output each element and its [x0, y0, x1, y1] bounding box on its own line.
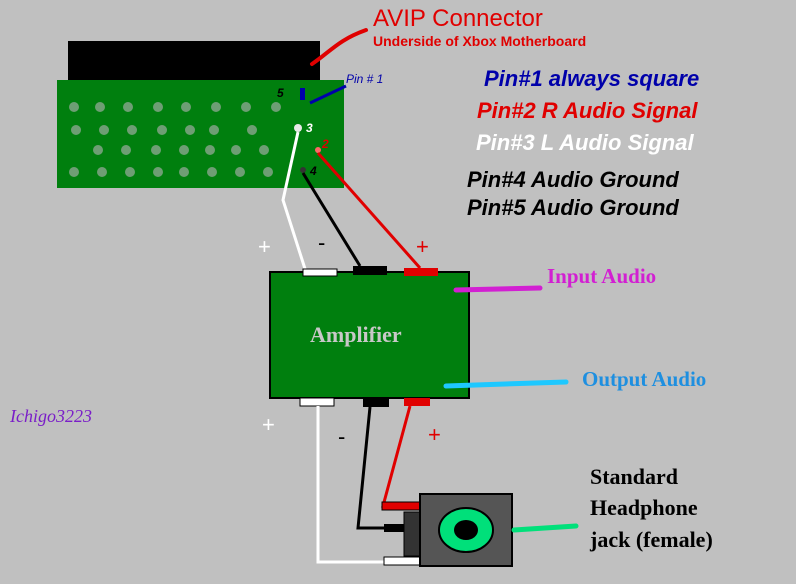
top-minus: - — [318, 230, 326, 255]
legend-pin1: Pin#1 always square — [484, 66, 700, 91]
amp-top-white-terminal — [302, 268, 338, 277]
pin1-callout-label: Pin # 1 — [346, 72, 384, 86]
wire-pin4-black — [301, 172, 362, 267]
author-signature: Ichigo3223 — [10, 406, 92, 426]
top-plus-right: + — [416, 234, 429, 259]
input-audio-label: Input Audio — [547, 264, 657, 288]
pin5-number: 5 — [277, 86, 284, 100]
legend-pin4: Pin#4 Audio Ground — [467, 167, 679, 192]
legend-pin5: Pin#5 Audio Ground — [467, 195, 679, 220]
connector-black-header — [68, 41, 320, 83]
pin1-square — [300, 88, 305, 100]
amp-bottom-red-terminal — [404, 398, 430, 406]
jack-pointer-line — [511, 523, 579, 533]
motherboard-holes — [69, 102, 281, 177]
avip-connector-title: AVIP Connector — [373, 5, 543, 32]
jack-hole — [454, 520, 478, 540]
wire-pin2-red — [316, 152, 422, 269]
output-pointer-line — [443, 379, 569, 389]
pin2-number: 2 — [322, 137, 329, 151]
pin3-number: 3 — [306, 121, 313, 135]
pin4-number: 4 — [310, 164, 317, 178]
jack-red-pin — [381, 501, 423, 511]
wire-out-white — [316, 406, 386, 564]
amp-bottom-black-terminal — [363, 398, 389, 407]
wire-out-black — [356, 406, 386, 530]
jack-label-line3: jack (female) — [590, 527, 713, 552]
jack-white-pin — [383, 556, 421, 566]
pin2-dot — [315, 147, 321, 153]
bottom-plus-left: + — [262, 412, 275, 437]
amp-top-black-terminal — [353, 266, 387, 275]
bottom-plus-right: + — [428, 422, 441, 447]
input-pointer-line — [453, 285, 543, 293]
avip-connector-subtitle: Underside of Xbox Motherboard — [373, 33, 587, 49]
avip-callout-line — [310, 28, 368, 66]
jack-label-line2: Headphone — [590, 495, 698, 520]
pin3-dot — [294, 124, 302, 132]
pin4-dot — [300, 167, 306, 173]
pin1-callout-line — [309, 84, 347, 105]
output-audio-label: Output Audio — [582, 367, 707, 391]
legend-pin2: Pin#2 R Audio Signal — [477, 98, 698, 123]
jack-black-pin — [384, 524, 422, 532]
bottom-minus: - — [338, 424, 346, 449]
jack-label-line1: Standard — [590, 464, 679, 489]
amp-top-red-terminal — [404, 268, 438, 276]
top-plus-left: + — [258, 234, 271, 259]
amp-bottom-white-terminal — [299, 397, 335, 407]
wire-pin3-white — [281, 131, 308, 273]
amplifier-label: Amplifier — [310, 322, 402, 347]
legend-pin3: Pin#3 L Audio Signal — [476, 130, 694, 155]
wire-out-red — [381, 405, 420, 508]
